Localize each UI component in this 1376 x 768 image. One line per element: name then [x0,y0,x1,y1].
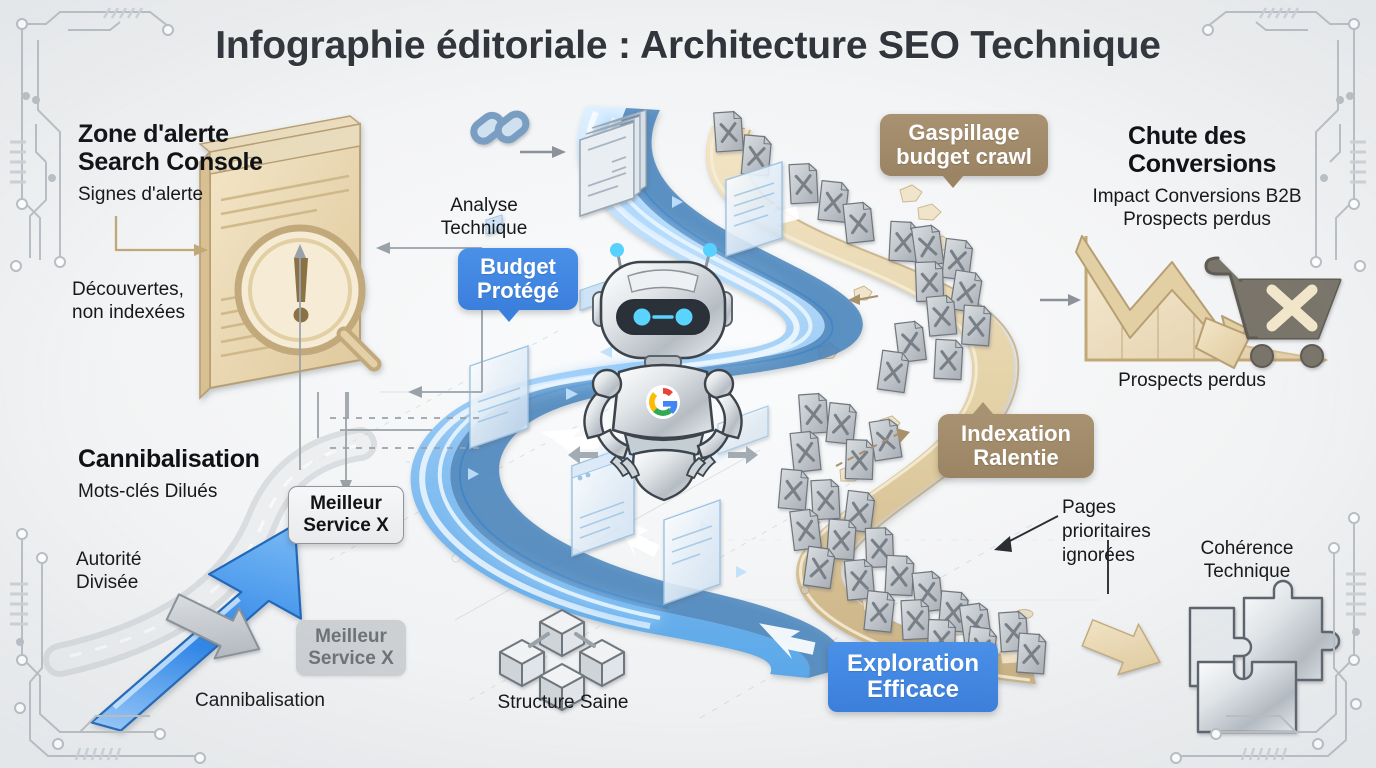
divided-authority-line2: Divisée [76,572,139,594]
puzzle-pieces-icon [1188,579,1341,734]
healthy-structure-icon [499,609,625,711]
alert-zone-note-line1: Découvertes, [72,279,184,300]
badge-budget-protege-line2: Protégé [477,278,559,303]
technical-coherence-line1: Cohérence [1200,538,1294,559]
badge-gaspillage-budget-crawl[interactable]: Gaspillage budget crawl [880,114,1048,188]
divided-authority-note: Autorité Divisée [76,548,141,594]
conversions-subtitle-line2: Prospects perdus [1123,209,1271,231]
tan-path-dashed-arrow [835,433,899,467]
badge-indexation-ralentie[interactable]: Indexation Ralentie [938,402,1094,478]
conversions-subtitle-line1: Impact Conversions B2B [1092,186,1302,207]
robot-platform-arrows [568,446,758,464]
badge-exploration-line1: Exploration [846,649,979,677]
badge-tail-up [972,402,994,415]
alert-zone-heading-line2: Search Console [78,148,263,176]
best-service-duplicate-line2: Service X [308,648,394,669]
badge-exploration-efficace[interactable]: Exploration Efficace [828,642,998,712]
tan-dashed-arrowhead [896,428,910,443]
ignored-pages-line3: ignorées [1062,544,1135,566]
cannibalization-caption: Cannibalisation [195,690,325,711]
alert-zone-note: Découvertes, non indexées [72,278,185,324]
alert-zone-note-line2: non indexées [72,302,186,324]
tan-output-arrow [1081,618,1161,676]
technical-coherence-line2: Technique [1203,560,1291,582]
conversions-drop-subtitle: Impact Conversions B2B Prospects perdus [1080,185,1314,231]
alert-zone-subtitle: Signes d'alerte [78,184,204,205]
stacked-page-icon [579,109,647,218]
badge-budget-protege[interactable]: Budget Protégé [458,248,578,322]
badge-tail-down [942,175,964,188]
badge-budget-protege-line1: Budget [480,253,556,279]
ignored-pages-line1: Pages [1062,497,1116,518]
technical-analysis-caption: Analyse Technique [424,195,544,241]
best-service-primary-line1: Meilleur [310,493,382,515]
lost-prospects-caption: Prospects perdus [1118,370,1266,391]
best-service-primary-line2: Service X [303,515,389,536]
ignored-pages-line2: prioritaires [1062,520,1151,542]
console-bottom-arrowhead [294,244,306,258]
shopping-cart-x-icon [1204,256,1342,368]
cannibalization-subtitle: Mots-clés Dilués [78,481,218,502]
alert-sign-arrowhead [194,244,208,256]
conversions-drop-heading: Chute des Conversions [1128,122,1276,178]
cannibalization-heading: Cannibalisation [78,445,260,473]
alert-sign-connector [114,216,194,252]
best-service-box-primary[interactable]: Meilleur Service X [288,486,404,544]
badge-tail-down [498,309,520,322]
alert-zone-heading-line1: Zone d'alerte [78,120,229,148]
healthy-page-cards [469,161,783,605]
chain-link-icon [470,110,530,145]
badge-exploration-line2: Efficace [866,676,960,703]
google-crawler-robot [583,243,743,502]
tan-back-arrowhead [848,294,860,305]
conversions-connector-arrow [1040,294,1081,306]
badge-gaspillage-line2: budget crawl [896,144,1032,169]
healthy-structure-caption: Structure Saine [497,692,629,713]
alert-zone-heading: Zone d'alerte Search Console [78,120,263,176]
technical-coherence-caption: Cohérence Technique [1178,538,1316,584]
divided-authority-line1: Autorité [76,549,142,570]
badge-indexation-line2: Ralentie [973,445,1059,470]
analysis-arrow [520,146,566,158]
page-title: Infographie éditoriale : Architecture SE… [215,24,1161,67]
technical-analysis-line2: Technique [440,217,528,239]
conversions-drop-line2: Conversions [1128,150,1277,178]
best-service-box-duplicate[interactable]: Meilleur Service X [296,620,406,676]
ignored-pages-note: Pages prioritaires ignorées [1062,496,1182,567]
technical-analysis-line1: Analyse [450,195,518,216]
declining-chart-icon [1075,235,1328,369]
ignored-pages-arrowhead [994,536,1012,552]
best-service-duplicate-line1: Meilleur [315,626,387,648]
badge-gaspillage-line1: Gaspillage [908,119,1020,145]
badge-indexation-line1: Indexation [960,420,1071,446]
conversions-drop-line1: Chute des [1128,122,1247,150]
ignored-pages-leader [1003,515,1109,594]
